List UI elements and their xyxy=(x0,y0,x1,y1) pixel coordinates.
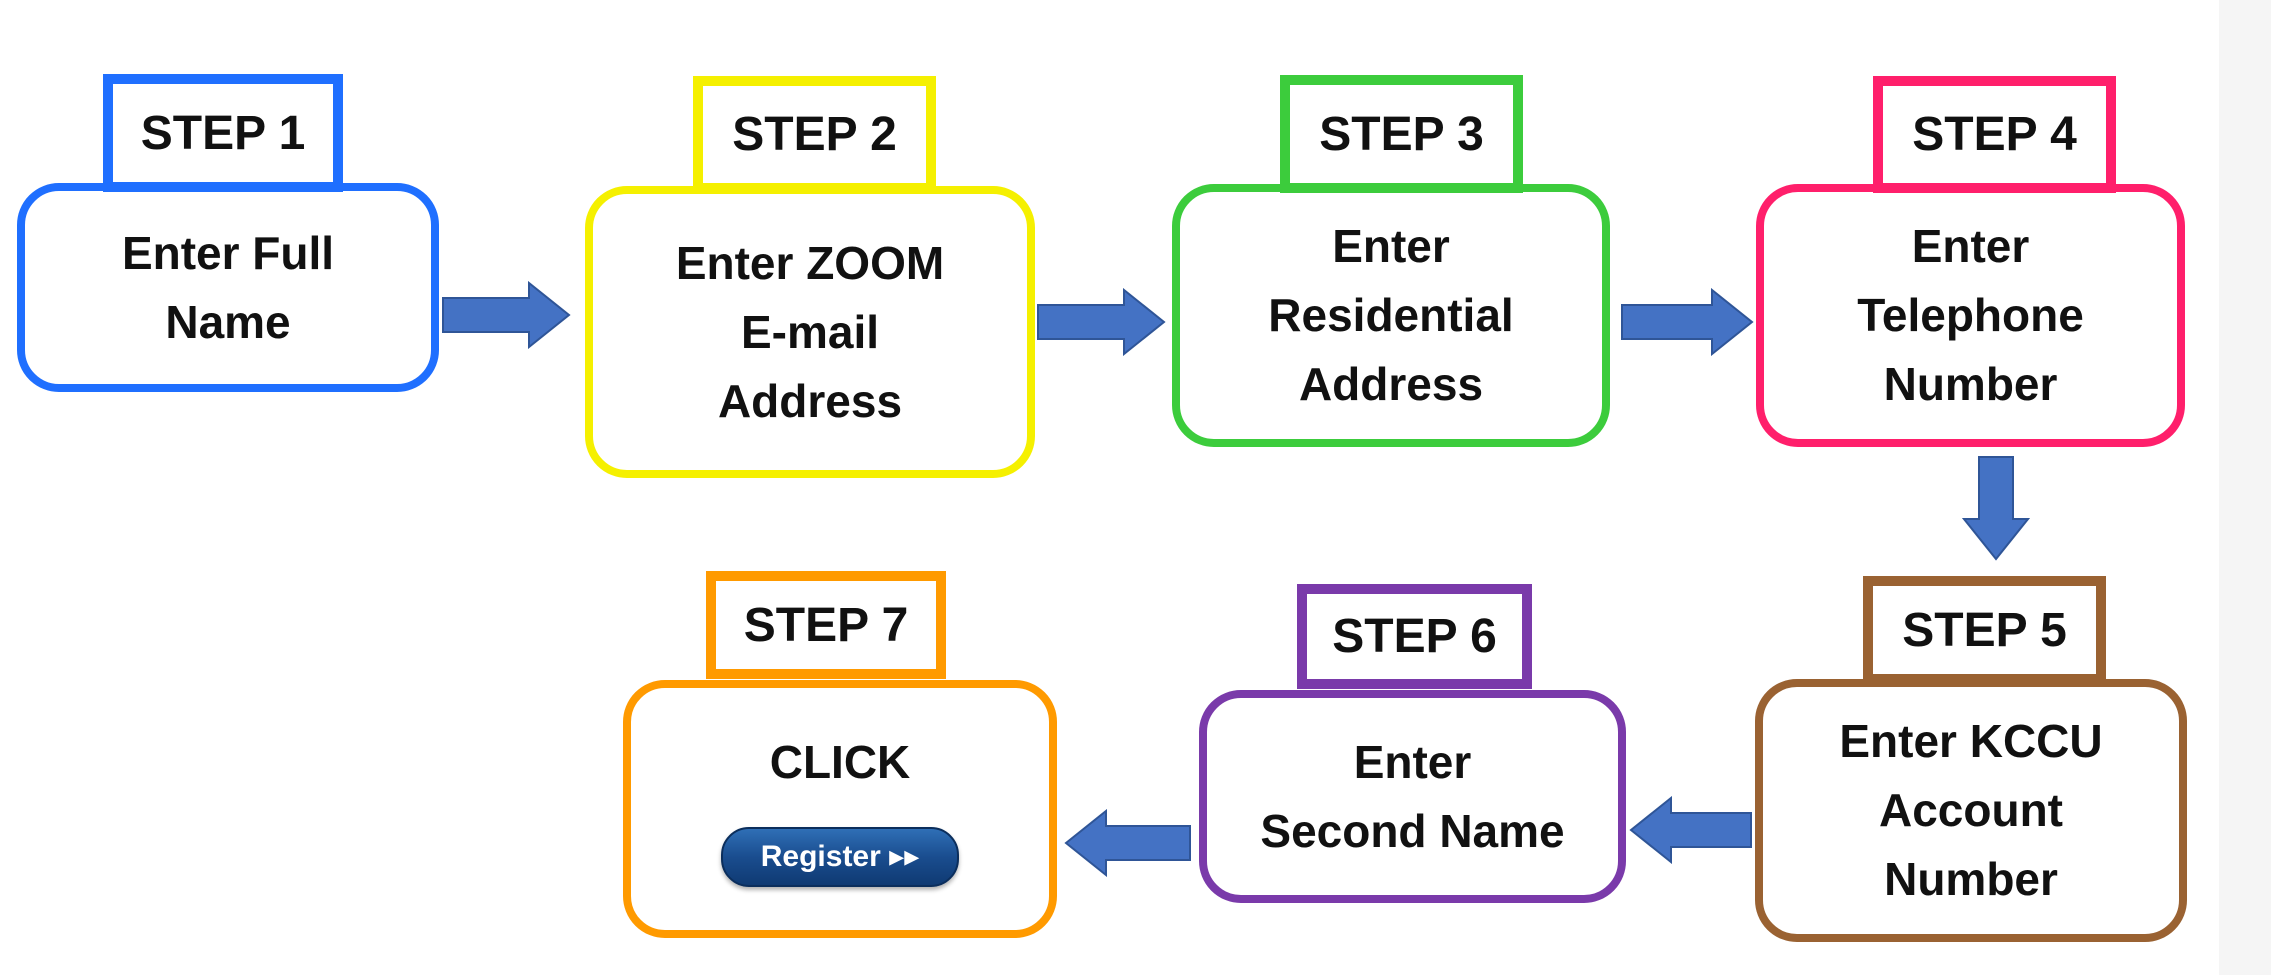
step-6-label: STEP 6 xyxy=(1332,610,1497,663)
step-2-box: Enter ZOOM E-mail Address xyxy=(585,186,1035,478)
step-1-text-line-2: Name xyxy=(165,295,291,348)
right-margin-strip xyxy=(2219,0,2271,975)
step-7-box: CLICK Register ▸▸ xyxy=(623,680,1057,938)
arrow-6-to-7-icon xyxy=(1064,809,1191,877)
step-2-text-line-2: E-mail xyxy=(740,305,880,358)
step-3-box: Enter Residential Address xyxy=(1172,184,1610,447)
step-5-text-line-3: Number xyxy=(1884,853,2058,905)
step-4-tab: STEP 4 xyxy=(1873,76,2116,193)
step-3-tab: STEP 3 xyxy=(1280,75,1523,193)
step-2-label: STEP 2 xyxy=(732,108,897,161)
arrow-4-to-5-icon xyxy=(1962,456,2030,561)
arrow-2-to-3-icon xyxy=(1037,288,1166,356)
step-5-text-line-2: Account xyxy=(1879,784,2063,836)
arrow-1-to-2-icon xyxy=(442,281,571,349)
step-5-text-line-1: Enter KCCU xyxy=(1839,715,2103,767)
step-4-box: Enter Telephone Number xyxy=(1756,184,2185,447)
step-6-tab: STEP 6 xyxy=(1297,584,1532,689)
arrow-3-to-4-icon xyxy=(1621,288,1754,356)
step-3-text-line-1: Enter xyxy=(1332,220,1450,272)
step-2-text-line-3: Address xyxy=(717,374,903,427)
step-3-label: STEP 3 xyxy=(1319,107,1484,161)
step-7-label: STEP 7 xyxy=(743,598,909,652)
step-3-text-line-2: Residential xyxy=(1268,289,1514,341)
step-1-label: STEP 1 xyxy=(140,106,306,160)
step-5-tab: STEP 5 xyxy=(1863,576,2106,684)
step-6-text-line-1: Enter xyxy=(1353,735,1472,788)
step-7-text-line-1: CLICK xyxy=(769,736,911,788)
step-5-box: Enter KCCU Account Number xyxy=(1755,679,2187,942)
step-3-text-line-3: Address xyxy=(1298,358,1484,410)
register-button-label: Register ▸▸ xyxy=(760,840,920,873)
register-button[interactable]: Register ▸▸ xyxy=(721,827,959,887)
step-6-text-line-2: Second Name xyxy=(1260,804,1565,857)
step-1-tab: STEP 1 xyxy=(103,74,343,192)
step-1-text-line-1: Enter Full xyxy=(121,226,335,279)
step-4-text-line-3: Number xyxy=(1883,358,2058,410)
step-4-label: STEP 4 xyxy=(1912,108,2077,161)
step-4-text-line-1: Enter xyxy=(1911,220,2030,272)
step-6-box: Enter Second Name xyxy=(1199,690,1626,903)
step-4-text-line-2: Telephone xyxy=(1857,289,2084,341)
step-7-tab: STEP 7 xyxy=(706,571,946,679)
step-2-text-line-1: Enter ZOOM xyxy=(675,236,945,289)
arrow-5-to-6-icon xyxy=(1629,796,1752,864)
step-1-box: Enter Full Name xyxy=(17,183,439,392)
step-2-tab: STEP 2 xyxy=(693,76,936,193)
step-5-label: STEP 5 xyxy=(1902,603,2067,657)
